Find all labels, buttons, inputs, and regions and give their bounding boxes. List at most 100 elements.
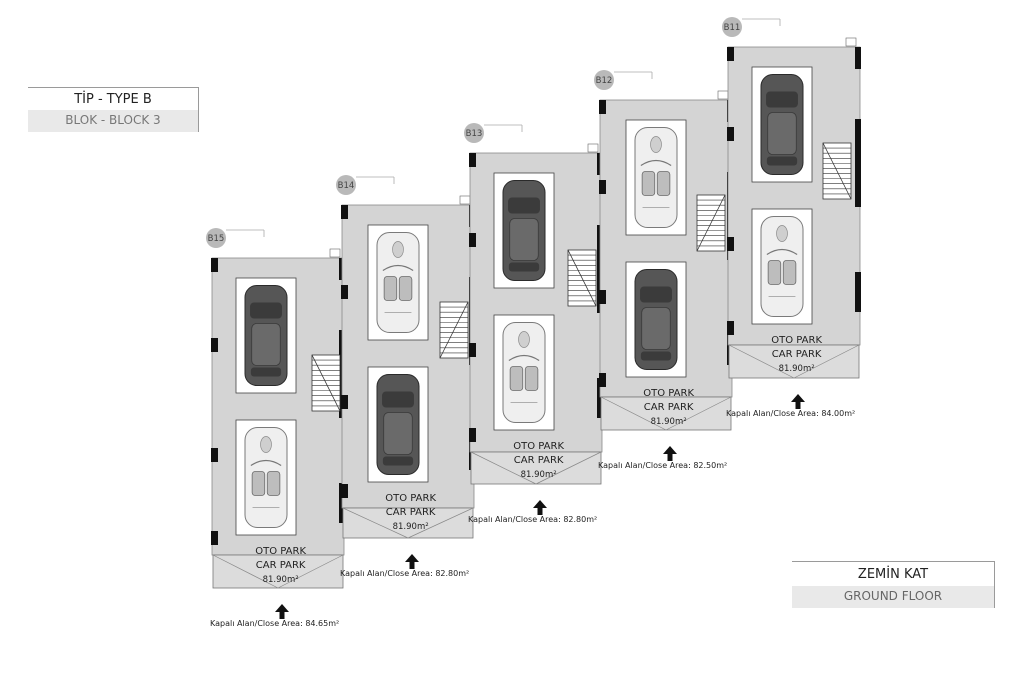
floor-title: ZEMİN KAT [857, 567, 929, 582]
car-roof [641, 307, 671, 350]
car-icon [367, 224, 429, 341]
type-title-box: TİP - TYPE B BLOK - BLOCK 3 [28, 87, 199, 132]
oto-park-label: OTO PARK [513, 441, 564, 452]
car-rear-window [508, 262, 540, 272]
car-icon [751, 66, 813, 183]
closed-area-box [212, 554, 344, 589]
stair-diagonal [439, 301, 469, 359]
closed-area-diagonal [277, 554, 344, 589]
arrow-head [275, 604, 289, 612]
car-park-area: 81.90m² [393, 522, 429, 532]
car-hood-scoop [776, 225, 788, 242]
car-seat-left [767, 260, 782, 285]
floor-title-box: ZEMİN KAT GROUND FLOOR [792, 561, 995, 608]
car-body [634, 127, 678, 228]
arrow-head [791, 394, 805, 402]
close-area-label: Kapalı Alan/Close Area: 82.50m² [598, 461, 727, 470]
wall-segment [599, 100, 606, 114]
car-hood-scoop [260, 436, 272, 453]
car-icon [493, 314, 555, 431]
close-area-label: Kapalı Alan/Close Area: 82.80m² [340, 569, 469, 578]
closed-area [342, 507, 474, 539]
closed-area [470, 451, 602, 485]
car-park-area: 81.90m² [263, 575, 299, 585]
car-icon [625, 119, 687, 236]
wall-segment [727, 321, 734, 335]
arrow-up-icon [405, 554, 419, 569]
wall-segment [211, 258, 218, 272]
arrow-up-icon [791, 394, 805, 409]
car-roof [509, 218, 539, 261]
car-rear-window [640, 351, 672, 361]
wall-segment [469, 343, 476, 357]
car-seat-right [656, 171, 671, 196]
closed-area [600, 396, 732, 431]
arrow-stem [795, 401, 801, 409]
unit-id: B15 [208, 234, 225, 244]
stair-diagonal [567, 249, 597, 307]
closed-area-diagonal [793, 344, 860, 379]
meter-box [587, 143, 599, 153]
car-seat-left [641, 171, 656, 196]
unit-id: B11 [724, 23, 741, 33]
meter-box [329, 248, 341, 258]
car-icon [235, 419, 297, 536]
circle-badge-icon [464, 123, 484, 143]
car-rear-window [382, 456, 414, 466]
closed-area-diagonal [342, 507, 409, 539]
oto-park-label: OTO PARK [255, 546, 306, 557]
closed-area-box [728, 344, 860, 379]
closed-area-box [470, 451, 602, 485]
wall-segment [597, 378, 603, 418]
unit-id: B12 [596, 76, 613, 86]
closed-area-diagonal [535, 451, 602, 485]
stairs-icon [822, 142, 852, 200]
closed-area [212, 554, 344, 589]
closed-area-diagonal [600, 396, 667, 431]
arrow-up-icon [275, 604, 289, 619]
car-roof [383, 412, 413, 455]
car-park-label: CAR PARK [514, 455, 564, 466]
car-park-label: CAR PARK [256, 560, 306, 571]
wall-segment [341, 285, 348, 299]
stair-diagonal [311, 354, 341, 412]
car-hood-scoop [518, 331, 530, 348]
floor-title-band [792, 586, 994, 608]
arrow-stem [537, 507, 543, 515]
oto-park-label: OTO PARK [771, 335, 822, 346]
car-windshield [766, 248, 798, 256]
stairs-icon [439, 301, 469, 359]
wall-segment [855, 119, 861, 207]
car-seat-right [398, 276, 413, 301]
arrow-up-icon [663, 446, 677, 461]
car-icon [367, 366, 429, 483]
wall-segment [211, 338, 218, 352]
wall-segment [599, 180, 606, 194]
car-icon [625, 261, 687, 378]
wall-segment [341, 484, 348, 498]
car-icon [235, 277, 297, 394]
block-title: BLOK - BLOCK 3 [65, 113, 161, 127]
car-windshield [508, 354, 540, 362]
wall-segment [341, 395, 348, 409]
floor-subtitle: GROUND FLOOR [843, 589, 943, 603]
wall-segment [599, 290, 606, 304]
closed-area-box [342, 507, 474, 539]
close-area-label: Kapalı Alan/Close Area: 84.00m² [726, 409, 855, 418]
wall-segment [469, 153, 476, 167]
type-title: TİP - TYPE B [74, 92, 152, 107]
car-windshield [640, 286, 672, 303]
car-seat-right [524, 366, 539, 391]
car-body [244, 427, 288, 528]
wall-segment [341, 205, 348, 219]
car-roof [767, 112, 797, 155]
stair-diagonal [696, 194, 726, 252]
wall-segment [727, 237, 734, 251]
car-park-label: CAR PARK [644, 402, 694, 413]
arrow-stem [667, 453, 673, 461]
stairs-icon [567, 249, 597, 307]
car-rear-window [250, 367, 282, 377]
closed-area-diagonal [407, 507, 474, 539]
